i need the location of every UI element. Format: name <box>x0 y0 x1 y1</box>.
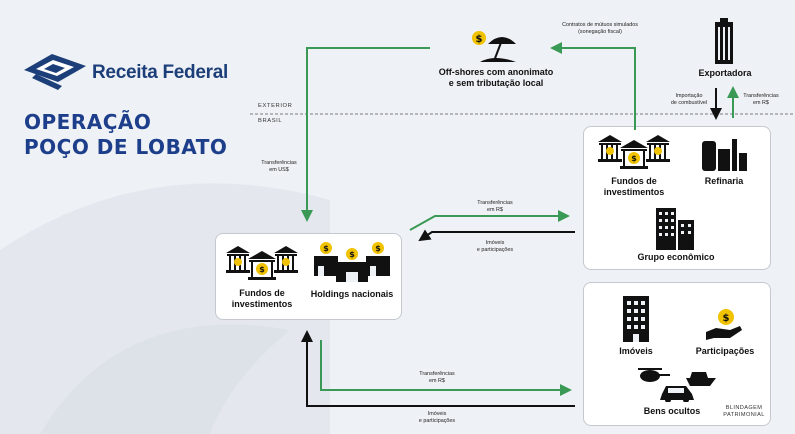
label-transf-rs-export: Transferências em R$ <box>735 93 787 106</box>
store-buildings-money-icon: $ $ $ <box>314 242 390 282</box>
node-fundos-top-line1: Fundos de <box>611 176 657 186</box>
label-transf-usd: Transferências em US$ <box>254 160 304 173</box>
node-bens-label: Bens ocultos <box>643 406 701 416</box>
arrow-imoveis-bottom <box>301 330 575 407</box>
node-participacoes-label: Participações <box>695 346 755 356</box>
bank-buildings-money-icon-left: $ <box>226 246 298 280</box>
arrow-transf-usd <box>301 47 430 222</box>
blindagem-line2: PATRIMONIAL <box>723 412 765 418</box>
label-contratos-line2: (sonegação fiscal) <box>578 28 622 35</box>
vehicles-icon <box>638 368 716 402</box>
svg-text:$: $ <box>349 250 355 259</box>
label-transf-rs-mid: Transferências em R$ <box>470 200 520 213</box>
label-transf-usd-line2: em US$ <box>269 166 289 173</box>
node-grupo-label: Grupo econômico <box>637 252 715 262</box>
receita-federal-logo-icon <box>24 54 86 90</box>
svg-text:$: $ <box>476 34 483 45</box>
svg-text:$: $ <box>259 265 265 274</box>
page-title: OPERAÇÃO POÇO DE LOBATO <box>24 110 227 160</box>
node-offshores-line1: Off-shores com anonimato <box>438 67 554 77</box>
zone-brasil-label: BRASIL <box>258 118 283 124</box>
arrow-imoveis-mid <box>418 229 575 242</box>
label-importacao-line2: de combustível <box>670 99 708 106</box>
office-buildings-icon <box>656 208 694 250</box>
label-transf-rs-mid-line2: em R$ <box>487 206 503 213</box>
label-transf-usd-line1: Transferências <box>261 160 297 166</box>
label-transf-rs-export-line2: em R$ <box>753 99 769 106</box>
node-fundos-top-label: Fundos de investimentos <box>596 176 672 198</box>
label-imoveis-mid-line1: Imóveis <box>485 240 505 246</box>
beach-umbrella-money-icon: $ <box>472 31 516 62</box>
label-importacao: Importação de combustível <box>664 93 714 106</box>
svg-text:$: $ <box>375 244 381 253</box>
arrow-transf-bottom <box>320 340 572 396</box>
node-fundos-left-line2: investimentos <box>231 299 293 309</box>
label-importacao-line1: Importação <box>675 93 703 99</box>
svg-text:$: $ <box>323 244 329 253</box>
label-imoveis-mid: Imóveis e participações <box>465 240 525 253</box>
label-transf-rs-mid-line1: Transferências <box>477 200 513 206</box>
label-transf-rs-bottom-line2: em R$ <box>429 377 445 384</box>
svg-text:$: $ <box>631 154 637 163</box>
node-fundos-left-label: Fundos de investimentos <box>222 288 302 310</box>
hand-coin-icon: $ <box>706 309 742 340</box>
node-fundos-top-line2: investimentos <box>603 187 665 197</box>
node-fundos-left-line1: Fundos de <box>239 288 285 298</box>
node-offshores-line2: e sem tributação local <box>448 78 544 88</box>
label-imoveis-mid-line2: e participações <box>476 246 514 253</box>
refinery-icon <box>702 139 747 171</box>
node-offshores-label: Off-shores com anonimato e sem tributaçã… <box>428 67 564 89</box>
arrow-contratos <box>550 42 636 130</box>
bank-buildings-money-icon: $ <box>598 135 670 169</box>
label-imoveis-bottom: Imóveis e participações <box>404 411 470 424</box>
skyscraper-icon <box>715 18 733 64</box>
blindagem-line1: BLINDAGEM <box>725 405 763 411</box>
label-contratos: Contratos de mútuos simulados (sonegação… <box>544 22 656 35</box>
blindagem-box <box>583 282 771 426</box>
label-contratos-line1: Contratos de mútuos simulados <box>562 22 638 28</box>
label-transf-rs-bottom: Transferências em R$ <box>412 371 462 384</box>
svg-text:$: $ <box>723 313 730 324</box>
building-icon <box>623 296 649 342</box>
brazil-group-box <box>583 126 771 270</box>
node-holdings-label: Holdings nacionais <box>310 289 394 299</box>
node-refinaria-label: Refinaria <box>704 176 744 186</box>
title-line-2: POÇO DE LOBATO <box>24 135 228 159</box>
label-imoveis-bottom-line1: Imóveis <box>427 411 447 417</box>
label-transf-rs-export-line1: Transferências <box>743 93 779 99</box>
brand-name: Receita Federal <box>92 62 228 83</box>
zone-exterior-label: EXTERIOR <box>258 103 293 109</box>
title-line-1: OPERAÇÃO <box>24 110 152 134</box>
node-imoveis-label: Imóveis <box>619 346 653 356</box>
label-transf-rs-bottom-line1: Transferências <box>419 371 455 377</box>
domestic-entities-box <box>215 233 402 320</box>
arrow-transf-mid <box>409 210 570 231</box>
blindagem-label: BLINDAGEM PATRIMONIAL <box>722 405 766 419</box>
label-imoveis-bottom-line2: e participações <box>418 417 456 424</box>
node-exportadora-label: Exportadora <box>698 68 752 78</box>
